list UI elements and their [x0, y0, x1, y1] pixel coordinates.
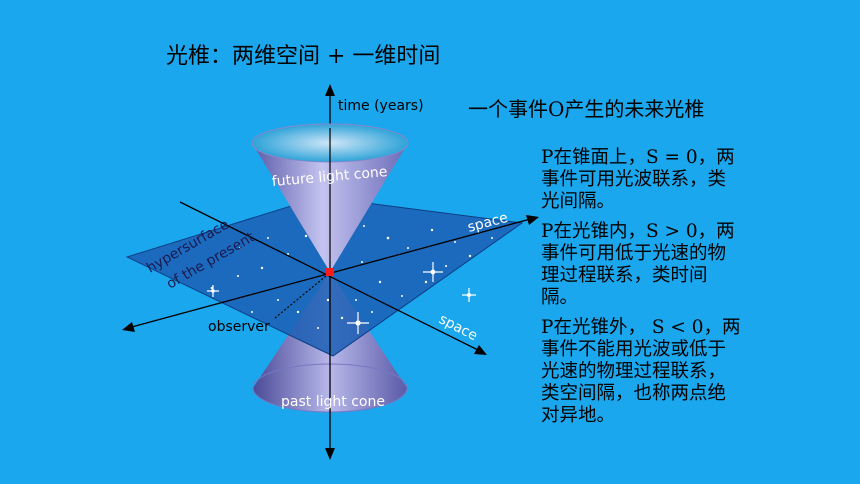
- time-axis-label: time (years): [338, 98, 424, 114]
- axis-arrows: [122, 84, 539, 460]
- observer-pointer: [274, 275, 327, 319]
- spacelike-explanation: P在光锥外， S < 0，两事件不能用光波或低于光速的物理过程联系，类空间隔，也…: [541, 317, 741, 426]
- observer-label: observer: [208, 319, 270, 335]
- slide-title: 光椎：两维空间 + 一维时间: [166, 44, 441, 69]
- space-label-lower: space: [436, 311, 480, 344]
- slide-subtitle: 一个事件O产生的未来光椎: [468, 97, 705, 121]
- past-cone-label: past light cone: [281, 394, 385, 410]
- timelike-explanation: P在光锥内，S > 0，两事件可用低于光速的物理过程联系，类时间隔。: [541, 221, 735, 308]
- origin-event-marker: [326, 268, 334, 276]
- lightlike-explanation: P在锥面上，S = 0，两事件可用光波联系，类光间隔。: [541, 147, 735, 212]
